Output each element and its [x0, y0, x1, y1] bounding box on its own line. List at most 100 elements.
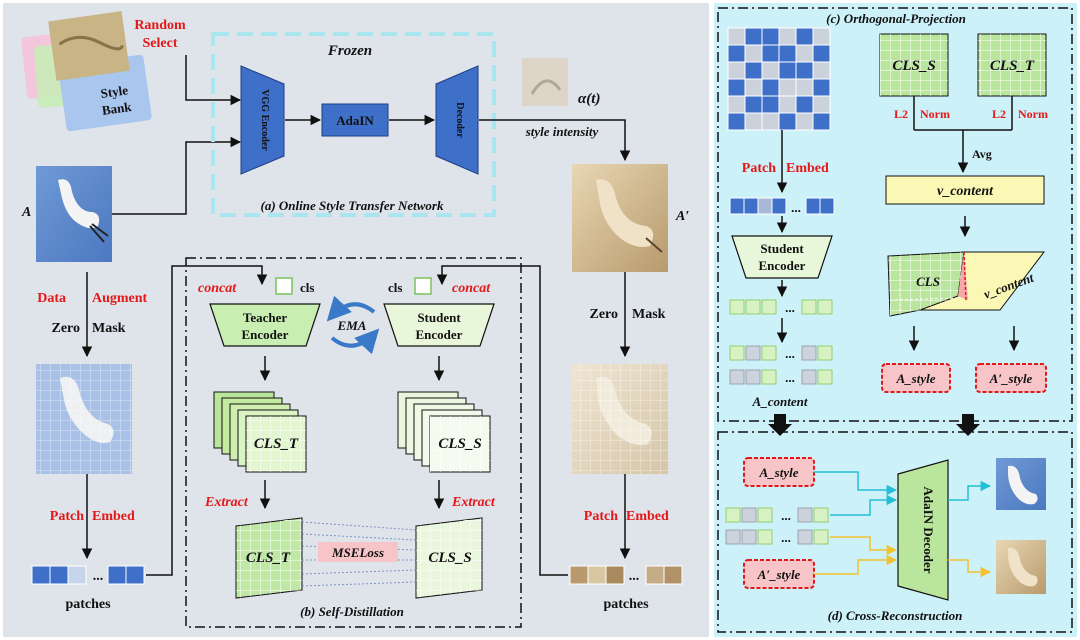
zero-label-left: Zero	[51, 321, 80, 336]
cls-t-stack	[213, 391, 307, 473]
recon-row-1-dots: ...	[781, 508, 791, 523]
patch-grid-cell	[812, 61, 831, 80]
recon-output-a-prime	[996, 540, 1046, 594]
down-arrow-left	[768, 414, 792, 436]
a-prime-style-label: A′_style	[989, 371, 1033, 386]
patch-grid	[727, 27, 831, 131]
patch-grid-cell	[795, 95, 814, 114]
cyan-output	[948, 480, 992, 501]
concat-left: concat	[198, 281, 237, 296]
teacher-label-1: Teacher	[243, 310, 288, 325]
ema-label: EMA	[337, 318, 367, 333]
ortho-embed-label: Embed	[786, 161, 829, 176]
avg-label: Avg	[972, 147, 992, 161]
mseloss-label: MSELoss	[331, 545, 384, 560]
down-arrow-right	[956, 414, 980, 436]
patch-grid-cell	[727, 44, 746, 63]
alpha-label: α(t)	[578, 91, 600, 107]
patch-grid-cell	[727, 95, 746, 114]
ortho-cls-t-label: CLS_T	[990, 58, 1035, 74]
ortho-student-label-2: Encoder	[759, 258, 806, 273]
patch-grid-cell	[744, 27, 763, 46]
embed-label-left: Embed	[92, 509, 135, 524]
patch-label-left: Patch	[50, 509, 84, 524]
patch-grid-cell	[761, 61, 780, 80]
adain-block	[321, 103, 389, 137]
patch-grid-cell	[727, 61, 746, 80]
recon-a-prime-style-label: A′_style	[757, 567, 801, 582]
token-row-2-dots: ...	[785, 346, 795, 361]
yellow-route-content	[830, 536, 898, 556]
patch-grid-cell	[812, 95, 831, 114]
patch-grid-cell	[795, 61, 814, 80]
a-content-label: A_content	[752, 394, 808, 409]
plane-cls-label: CLS	[916, 274, 940, 289]
patch-grid-cell	[778, 112, 797, 131]
masked-image-right	[572, 364, 668, 474]
patches-left-dots: ...	[93, 569, 104, 584]
adain-decoder-label: AdaIN Decoder	[921, 486, 936, 573]
patch-grid-cell	[812, 44, 831, 63]
vgg-encoder-label: VGG Encoder	[259, 89, 270, 151]
norm-label-2: Norm	[1018, 107, 1048, 121]
adain-decoder-block	[897, 459, 949, 601]
cls-label-right: cls	[388, 280, 402, 295]
patch-grid-cell	[744, 44, 763, 63]
ortho-student-label-1: Student	[760, 241, 804, 256]
patch-grid-cell	[761, 78, 780, 97]
patch-grid-cell	[778, 95, 797, 114]
vgg-encoder-block	[240, 65, 285, 175]
norm-label-1: Norm	[920, 107, 950, 121]
caption-d: (d) Cross-Reconstruction	[828, 608, 963, 623]
yellow-output	[948, 559, 992, 578]
patch-grid-cell	[744, 112, 763, 131]
l2-label-2: L2	[992, 107, 1006, 121]
patch-grid-cell	[778, 44, 797, 63]
decoder-block	[435, 65, 479, 175]
patch-grid-cell	[744, 78, 763, 97]
extracted-cls-t	[235, 517, 303, 599]
ortho-token-row-2: ...	[729, 345, 833, 361]
mseloss-box	[318, 542, 398, 562]
patch-grid-cell	[795, 112, 814, 131]
patch-grid-cell	[727, 112, 746, 131]
random-label: Random	[134, 18, 186, 33]
frozen-label: Frozen	[327, 43, 372, 59]
student-encoder-block	[383, 303, 495, 347]
patch-label-right: Patch	[584, 509, 618, 524]
v-content-label: v_content	[937, 184, 994, 199]
patches-right-label: patches	[603, 597, 649, 612]
label-a-prime: A′	[675, 209, 689, 224]
cls-t-stack-label: CLS_T	[254, 436, 299, 452]
extracted-cls-s-label: CLS_S	[428, 550, 471, 566]
concat-right: concat	[452, 281, 491, 296]
l2-label-1: L2	[894, 107, 908, 121]
token-row-1-dots: ...	[785, 300, 795, 315]
patch-grid-cell	[727, 78, 746, 97]
cls-token-right	[414, 277, 432, 295]
ortho-embedded-patches: ...	[729, 197, 835, 215]
caption-a: (a) Online Style Transfer Network	[261, 198, 444, 213]
patch-grid-cell	[744, 95, 763, 114]
style-bank-label-1: Style	[100, 82, 129, 101]
teacher-label-2: Encoder	[242, 327, 289, 342]
style-bank-label-2: Bank	[101, 99, 133, 118]
cls-s-stack-label: CLS_S	[438, 436, 481, 452]
embed-label-right: Embed	[626, 509, 669, 524]
yellow-route-style	[814, 554, 898, 575]
extracted-cls-s	[415, 517, 483, 599]
select-label: Select	[143, 36, 178, 51]
ortho-patch-label: Patch	[742, 161, 776, 176]
patch-grid-cell	[778, 27, 797, 46]
caption-b: (b) Self-Distillation	[300, 604, 404, 619]
masked-image-left	[36, 364, 132, 474]
ortho-student-encoder-block	[731, 235, 833, 279]
label-a: A	[21, 205, 31, 220]
teacher-encoder-block	[209, 303, 321, 347]
patch-grid-cell	[812, 27, 831, 46]
patches-right: ...	[569, 565, 683, 585]
style-bank: Style Bank	[21, 11, 152, 132]
ortho-token-row-1: ...	[729, 299, 833, 315]
cyan-route-style	[814, 471, 898, 496]
